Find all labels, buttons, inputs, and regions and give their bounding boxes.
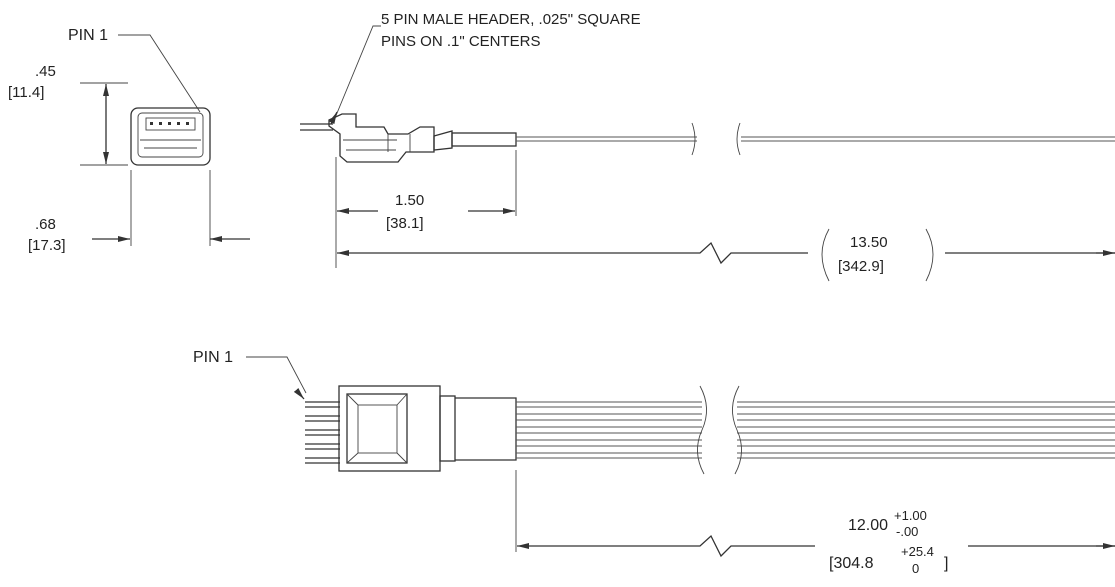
connector-top-window xyxy=(357,404,398,454)
pin1-bottom-label: PIN 1 xyxy=(193,349,233,366)
overall-dim-in: 13.50 xyxy=(850,234,888,251)
cable-dim-in: 12.00 xyxy=(848,517,888,534)
side-cable-wires xyxy=(516,136,1115,142)
housing-dim-in: 1.50 xyxy=(395,192,424,209)
cable-dim-mm-plus: +25.4 xyxy=(901,544,934,559)
width-extension-lines xyxy=(130,170,211,246)
height-extension-lines xyxy=(80,82,128,166)
header-pins-side xyxy=(300,123,333,131)
overall-dim-line-left xyxy=(337,241,808,265)
height-dim-mm: [11.4] xyxy=(8,84,44,101)
pin1-bottom-leader xyxy=(246,356,307,394)
width-dim-in: .68 xyxy=(35,216,56,233)
connector-end-outline xyxy=(130,107,211,166)
connector-side-details xyxy=(343,134,411,152)
header-pins-top xyxy=(305,401,340,464)
ribbon-cable-wires xyxy=(516,401,1115,459)
ribbon-break-marks xyxy=(697,385,742,475)
cable-dim-in-plus: +1.00 xyxy=(894,508,927,523)
connector-end-cavity xyxy=(137,112,204,158)
height-dim-in: .45 xyxy=(35,63,56,80)
strain-relief xyxy=(433,130,453,151)
connector-top-housing xyxy=(338,385,441,472)
connector-pin-row xyxy=(145,117,196,131)
pin1-bottom-arrow xyxy=(293,387,305,400)
side-extension-lines xyxy=(335,150,517,268)
header-note-line2: PINS ON .1" CENTERS xyxy=(381,33,541,50)
connector-pins xyxy=(150,122,189,125)
width-dim-mm: [17.3] xyxy=(28,237,66,254)
end-view: PIN 1 .45 [11.4] .68 [17.3] xyxy=(8,27,250,254)
overall-ref-parens xyxy=(821,228,934,282)
pin1-top-leader xyxy=(118,34,201,113)
connector-end-ribs xyxy=(140,139,201,149)
side-break-marks xyxy=(691,122,741,156)
connector-top-collar xyxy=(439,395,456,462)
header-note-line1: 5 PIN MALE HEADER, .025" SQUARE xyxy=(381,11,641,28)
cable-dim-line-left xyxy=(517,534,815,558)
cable-ribbon-jacket xyxy=(455,397,517,461)
cable-dim-mm-minus: 0 xyxy=(912,561,919,576)
cable-dim-in-minus: -.00 xyxy=(896,524,918,539)
cable-dim-mm: [304.8 xyxy=(829,555,874,572)
cable-jacket xyxy=(451,132,517,147)
connector-side-body xyxy=(328,113,435,163)
connector-top-frame xyxy=(346,393,408,464)
housing-dim-mm: [38.1] xyxy=(386,215,424,232)
top-view: PIN 1 12.00 +1.00 -.00 [304.8 +25.4 0 xyxy=(193,349,1115,576)
pin1-top-label: PIN 1 xyxy=(68,27,108,44)
side-view: 5 PIN MALE HEADER, .025" SQUARE PINS ON … xyxy=(300,11,1115,282)
cable-dim-mm-close: ] xyxy=(944,555,948,572)
header-note-leader xyxy=(334,25,381,119)
overall-dim-mm: [342.9] xyxy=(838,258,884,275)
connector-top-bevels xyxy=(346,393,408,464)
